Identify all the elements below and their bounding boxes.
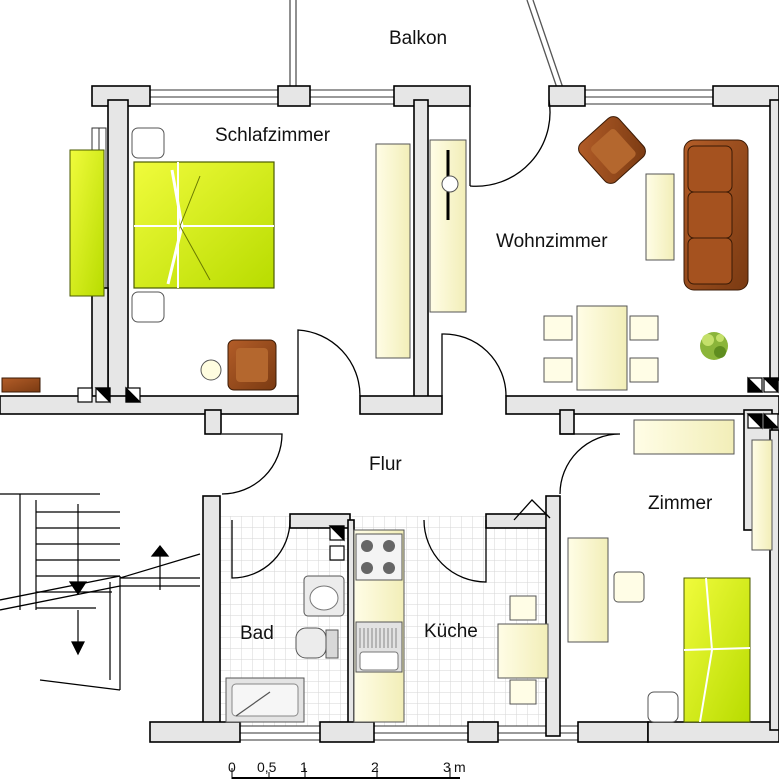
neighbor-furniture bbox=[1, 149, 105, 393]
scale-tick-3: 3 bbox=[443, 759, 451, 775]
staircase bbox=[0, 493, 201, 691]
room-label-flur: Flur bbox=[369, 454, 402, 475]
scale-tick-0-5: 0,5 bbox=[257, 759, 277, 775]
vent-shafts bbox=[77, 376, 779, 561]
room-label-balkon: Balkon bbox=[389, 28, 448, 49]
plant-icon bbox=[700, 332, 728, 360]
balcony-railing bbox=[289, 0, 564, 89]
scale-tick-0: 0 bbox=[228, 759, 236, 775]
room-label-zimmer: Zimmer bbox=[648, 493, 713, 514]
kitchen-fixtures bbox=[353, 529, 549, 723]
scale-tick-1: 1 bbox=[300, 759, 308, 775]
room-furniture bbox=[567, 419, 773, 723]
room-label-bad: Bad bbox=[240, 623, 274, 644]
bedroom-furniture bbox=[131, 127, 467, 391]
scale-tick-2: 2 bbox=[371, 759, 379, 775]
scale-bar bbox=[231, 768, 460, 779]
room-label-kueche: Küche bbox=[424, 621, 478, 642]
scale-unit: m bbox=[454, 759, 466, 775]
walls bbox=[0, 85, 779, 743]
living-room-furniture bbox=[543, 116, 749, 391]
room-label-wohnzimmer: Wohnzimmer bbox=[496, 231, 608, 252]
door-swings bbox=[221, 99, 621, 583]
room-label-schlafzimmer: Schlafzimmer bbox=[215, 125, 331, 146]
bathroom-fixtures bbox=[225, 575, 345, 723]
